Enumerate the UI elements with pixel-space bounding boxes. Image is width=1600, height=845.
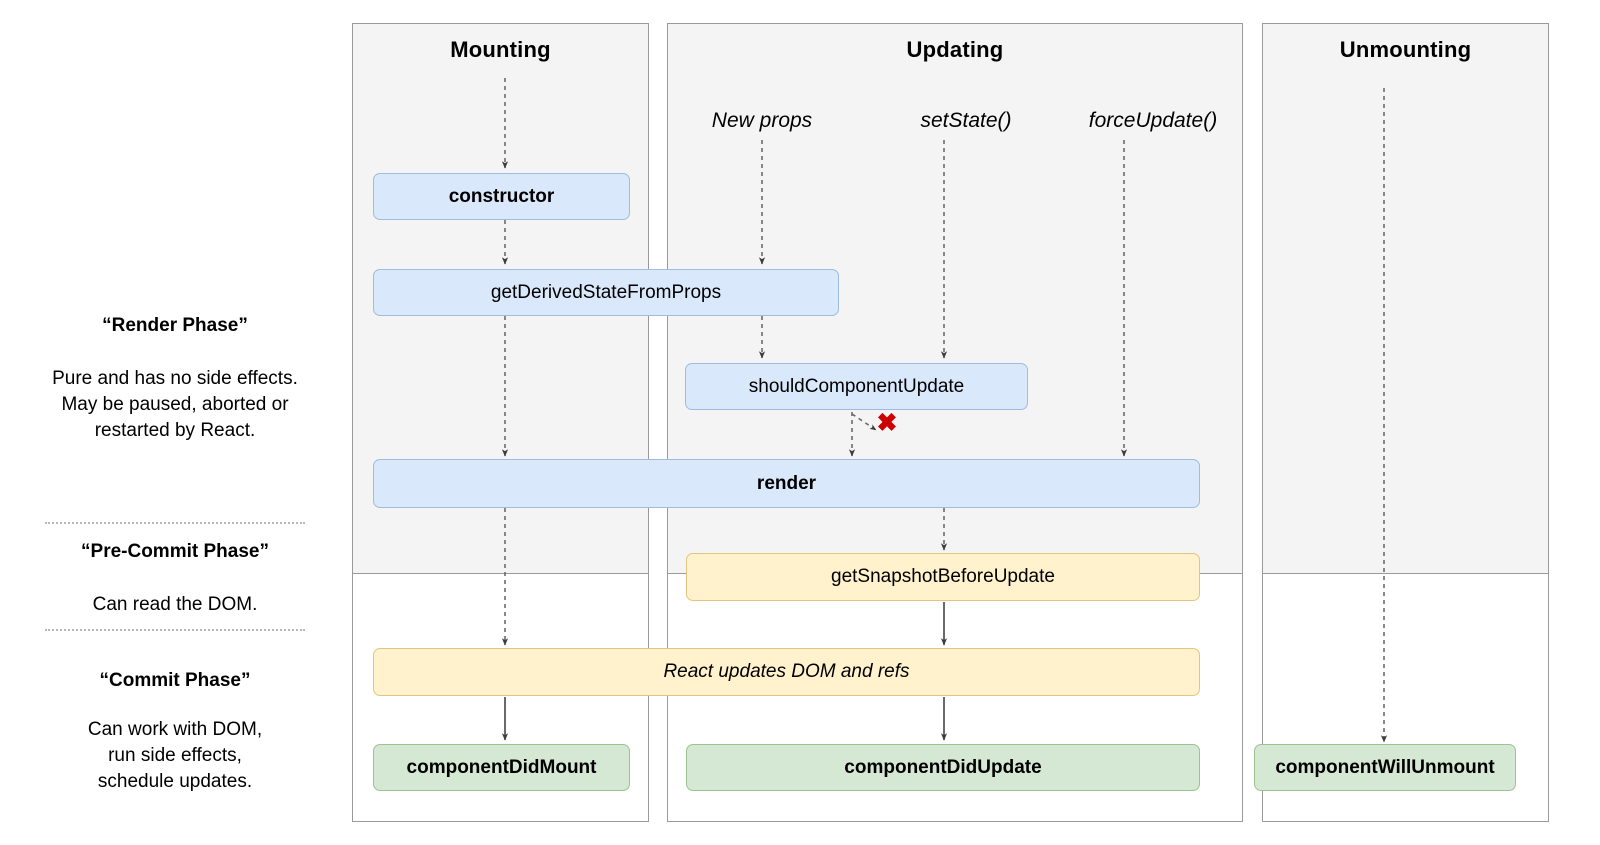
abort-x-icon: ✖ [876, 409, 898, 437]
legend-body-pre-commit-phase: Can read the DOM. [92, 594, 258, 615]
lifecycle-box-get-snapshot-before-update[interactable]: getSnapshotBeforeUpdate [686, 553, 1200, 601]
legend-heading-commit-phase: “Commit Phase” [99, 670, 251, 691]
lifecycle-box-render[interactable]: render [373, 459, 1200, 508]
trigger-label-set-state: setState() [920, 109, 1012, 132]
lifecycle-box-constructor[interactable]: constructor [373, 173, 630, 220]
column-title-mounting: Mounting [450, 37, 551, 62]
column-title-updating: Updating [906, 37, 1004, 62]
legend-body-render-phase: Pure and has no side effects. May be pau… [52, 368, 298, 442]
lifecycle-box-should-component-update[interactable]: shouldComponentUpdate [685, 363, 1028, 410]
lifecycle-box-get-derived-state-from-props[interactable]: getDerivedStateFromProps [373, 269, 839, 316]
legend-body-commit-phase: Can work with DOM, run side effects, sch… [87, 719, 263, 793]
panel-unmounting-render-phase [1262, 23, 1549, 574]
lifecycle-box-react-updates-dom-and-refs[interactable]: React updates DOM and refs [373, 648, 1200, 696]
lifecycle-box-component-will-unmount[interactable]: componentWillUnmount [1254, 744, 1516, 791]
lifecycle-box-component-did-update[interactable]: componentDidUpdate [686, 744, 1200, 791]
legend-divider-render-precommit [45, 522, 305, 524]
legend-heading-pre-commit-phase: “Pre-Commit Phase” [81, 541, 269, 562]
legend-divider-precommit-commit [45, 629, 305, 631]
lifecycle-box-component-did-mount[interactable]: componentDidMount [373, 744, 630, 791]
trigger-label-force-update: forceUpdate() [1088, 109, 1218, 132]
legend-heading-render-phase: “Render Phase” [102, 315, 248, 336]
trigger-label-new-props: New props [711, 109, 813, 132]
column-title-unmounting: Unmounting [1339, 37, 1472, 62]
